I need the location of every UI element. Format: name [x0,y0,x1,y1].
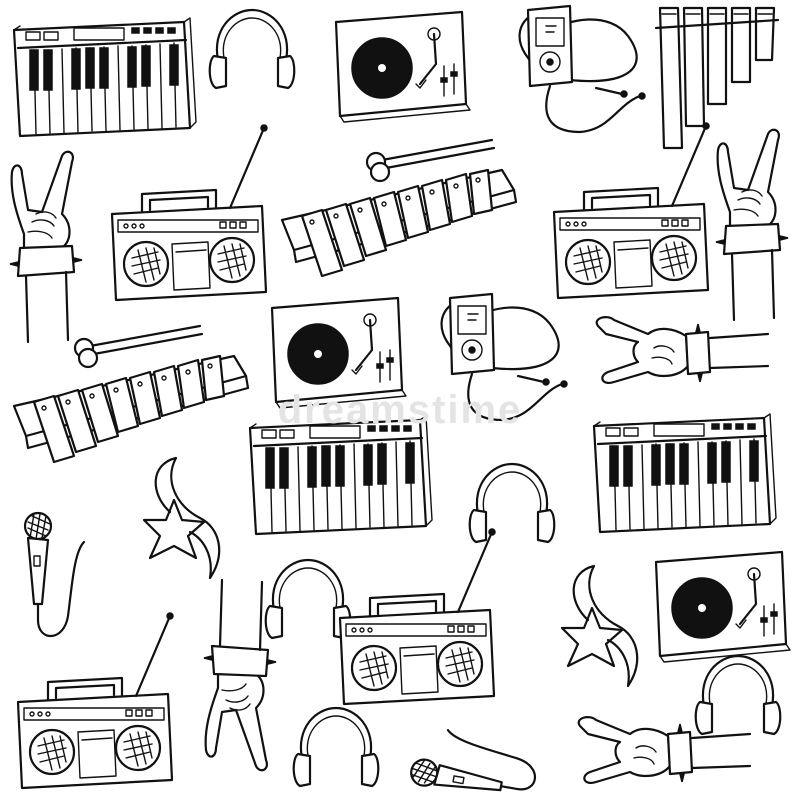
piano-keyboard-icon [248,414,434,536]
headphones-icon [208,8,296,90]
turntable-icon [270,296,408,410]
boombox-icon [338,527,497,706]
xylophone-icon [280,168,518,278]
boombox-icon [16,611,175,790]
headphones-icon [468,462,556,544]
piano-keyboard-icon [592,412,778,534]
headphones-icon [292,706,380,788]
turntable-icon [334,10,472,124]
headphones-icon [694,654,782,736]
rock-hand-icon [202,578,278,772]
microphone-icon [408,723,542,800]
boombox-icon [552,121,711,300]
microphone-icon [23,511,86,638]
mp3-player-icon [518,4,647,134]
piano-keyboard-icon [12,16,198,138]
xylophone-icon [12,354,250,464]
pan-flute-icon [654,6,780,150]
boombox-icon [110,123,269,302]
rock-hand-icon [8,150,84,344]
rock-hand-icon [595,316,770,385]
rock-hand-icon [714,128,790,322]
mp3-player-icon [440,292,569,422]
shooting-star-icon [142,456,221,580]
shooting-star-icon [560,564,639,688]
xylophone-mallets-icon [73,324,204,369]
rock-hand-icon [577,716,752,785]
headphones-icon [264,558,352,640]
turntable-icon [654,550,792,664]
